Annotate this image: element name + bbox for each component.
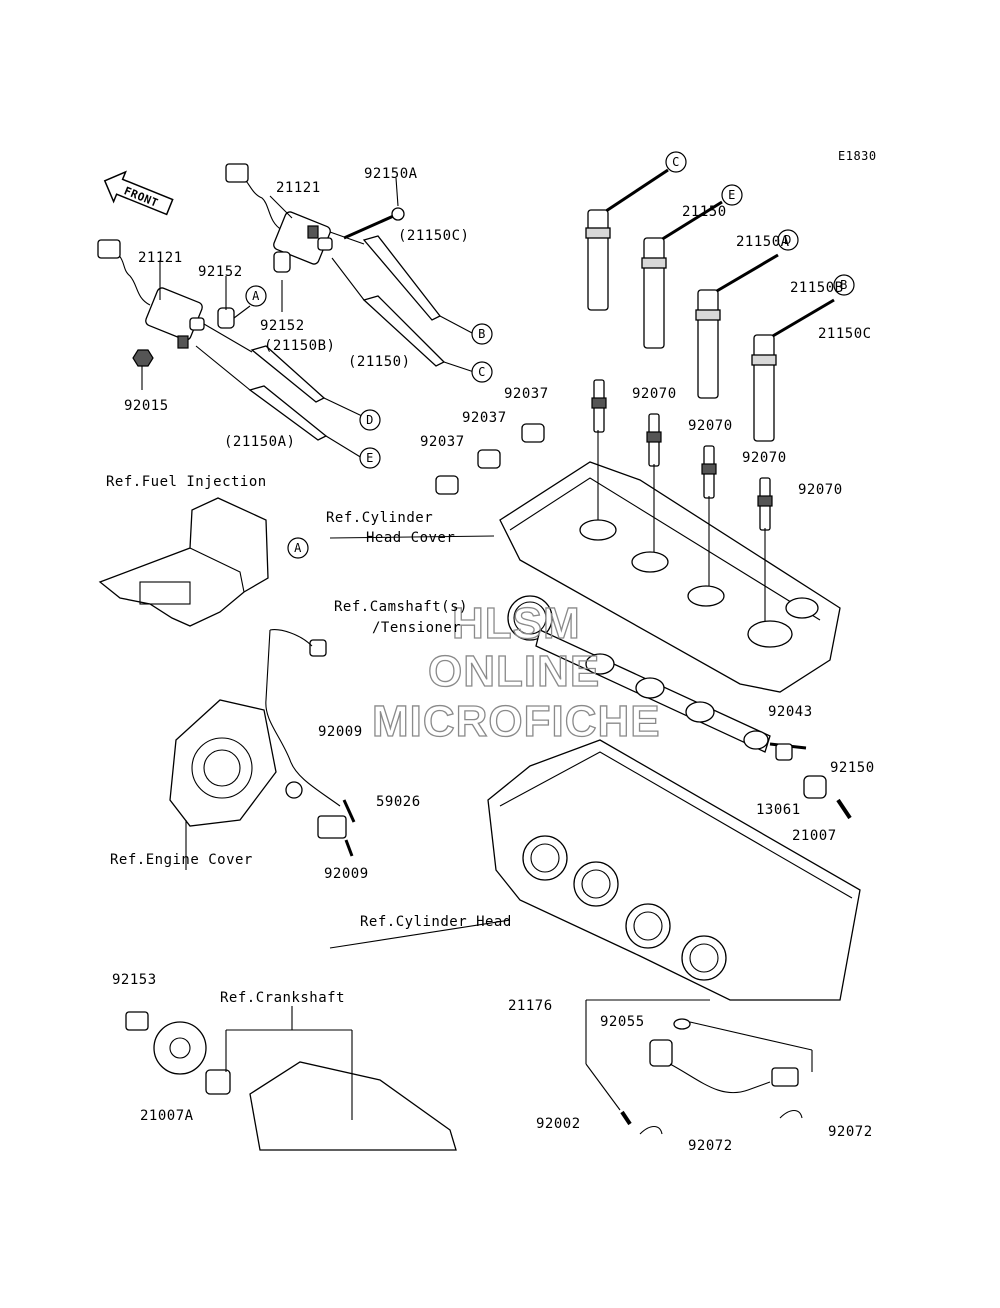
ref-cylinder-head-cover-1: Ref.Cylinder — [326, 510, 433, 526]
label-59026: 59026 — [376, 794, 421, 810]
washer-13061 — [775, 743, 793, 761]
label-13061: 13061 — [756, 802, 801, 818]
label-92009-1: 92009 — [318, 724, 363, 740]
label-21150A: 21150A — [736, 234, 790, 250]
camshaft — [507, 595, 807, 753]
fuel-injection-bracket — [98, 497, 269, 627]
watermark: HLSM ONLINE MICROFICHE — [371, 598, 661, 746]
nut-92015 — [132, 349, 154, 367]
callout-B-upper: B — [833, 274, 855, 296]
svg-text:B: B — [840, 278, 848, 292]
label-92055: 92055 — [600, 1014, 645, 1030]
label-92070-4: 92070 — [798, 482, 843, 498]
label-92152-lower: 92152 — [198, 264, 243, 280]
svg-text:A: A — [252, 289, 260, 303]
callout-D-lower: D — [359, 409, 381, 431]
plug-cap-21150A — [641, 200, 723, 349]
crank-sensor-21176 — [620, 1018, 803, 1135]
spark-plug-92070-4 — [757, 477, 773, 531]
label-92037-2: 92037 — [462, 410, 507, 426]
label-92072-right: 92072 — [828, 1124, 873, 1140]
ref-camshaft-1: Ref.Camshaft(s) — [334, 599, 468, 615]
svg-text:D: D — [366, 413, 374, 427]
collar-92152-upper — [273, 251, 291, 273]
plug-cap-21150B — [695, 253, 779, 399]
label-92043: 92043 — [768, 704, 813, 720]
plug-cap-21150 — [585, 168, 669, 311]
rotor-21007 — [803, 775, 827, 799]
cylinder-head-cover — [499, 430, 841, 693]
label-92070-2: 92070 — [688, 418, 733, 434]
ref-camshaft-2: /Tensioner — [372, 620, 461, 636]
collar-92152-lower — [217, 307, 235, 329]
label-21150: 21150 — [682, 204, 727, 220]
bolt-92150A — [343, 207, 405, 240]
label-92037-3: 92037 — [420, 434, 465, 450]
callout-A-upper: A — [245, 285, 267, 307]
watermark-line-1: HLSM — [452, 599, 581, 648]
spark-plug-92070-2 — [646, 413, 662, 467]
ignition-coil-upper — [225, 163, 333, 265]
clamp-92037-1 — [521, 423, 545, 443]
callout-D-upper: D — [777, 229, 799, 251]
callout-C-upper: C — [665, 151, 687, 173]
diagram-code: E1830 — [838, 149, 877, 163]
svg-text:E: E — [728, 188, 736, 202]
label-92150: 92150 — [830, 760, 875, 776]
svg-text:C: C — [672, 155, 680, 169]
label-92150A: 92150A — [364, 166, 418, 182]
label-21150-paren: (21150) — [348, 354, 411, 370]
label-21176: 21176 — [508, 998, 553, 1014]
label-21150A-paren: (21150A) — [224, 434, 295, 450]
watermark-line-3: MICROFICHE — [372, 697, 661, 746]
svg-text:A: A — [294, 541, 302, 555]
spark-plug-92070-1 — [591, 379, 607, 433]
label-92153: 92153 — [112, 972, 157, 988]
engine-cover-sensor-assembly — [169, 629, 356, 857]
label-21121-lower: 21121 — [138, 250, 183, 266]
callout-B-lower: B — [471, 323, 493, 345]
cylinder-head — [487, 739, 861, 1001]
callout-C-lower: C — [471, 361, 493, 383]
label-92070-3: 92070 — [742, 450, 787, 466]
leader-lines — [141, 177, 813, 1120]
label-92002: 92002 — [536, 1116, 581, 1132]
clamp-92037-3 — [435, 475, 459, 495]
spark-plug-92070-3 — [701, 445, 717, 499]
ref-cylinder-head-cover-2: Head Cover — [366, 530, 455, 546]
label-21150C: 21150C — [818, 326, 872, 342]
clamp-92037-2 — [477, 449, 501, 469]
svg-text:E: E — [366, 451, 374, 465]
label-21150B: 21150B — [790, 280, 844, 296]
label-21007: 21007 — [792, 828, 837, 844]
crankshaft-assembly — [125, 1011, 457, 1151]
callout-A-lower: A — [287, 537, 309, 559]
plug-cap-21150C — [751, 298, 835, 442]
stick-coil-shafts — [195, 231, 475, 459]
label-21007A: 21007A — [140, 1108, 194, 1124]
ref-fuel-injection: Ref.Fuel Injection — [106, 474, 267, 490]
svg-text:B: B — [478, 327, 486, 341]
label-21121-upper: 21121 — [276, 180, 321, 196]
ref-engine-cover: Ref.Engine Cover — [110, 852, 253, 868]
callout-E-upper: E — [721, 184, 743, 206]
svg-text:D: D — [784, 233, 792, 247]
front-arrow-icon: FRONT — [103, 170, 174, 216]
label-92015: 92015 — [124, 398, 169, 414]
label-92070-1: 92070 — [632, 386, 677, 402]
bolt-92150 — [836, 798, 852, 820]
label-92009-2: 92009 — [324, 866, 369, 882]
watermark-line-2: ONLINE — [428, 647, 600, 696]
label-92152-upper: 92152 — [260, 318, 305, 334]
label-21150B-paren: (21150B) — [264, 338, 335, 354]
callout-E-lower: E — [359, 447, 381, 469]
ref-crankshaft: Ref.Crankshaft — [220, 990, 345, 1006]
ref-cylinder-head: Ref.Cylinder Head — [360, 914, 512, 930]
label-92037-1: 92037 — [504, 386, 549, 402]
ignition-coil-lower — [97, 239, 205, 349]
label-21150C-paren: (21150C) — [398, 228, 469, 244]
svg-text:C: C — [478, 365, 486, 379]
label-92072-left: 92072 — [688, 1138, 733, 1154]
